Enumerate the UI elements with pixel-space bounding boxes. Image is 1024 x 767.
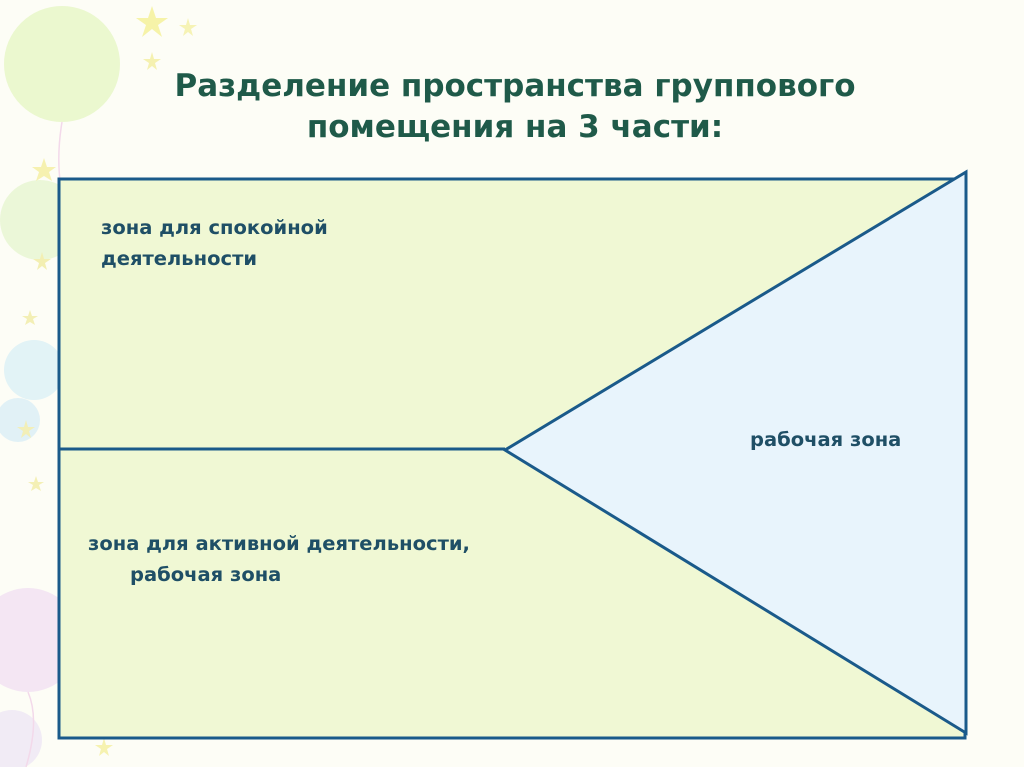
balloon [4, 340, 64, 400]
title-line-2: помещения на 3 части: [306, 109, 724, 145]
star-icon [22, 310, 38, 325]
star-icon [28, 476, 44, 491]
work-zone-triangle [502, 169, 968, 736]
star-icon [33, 252, 51, 270]
slide-title: Разделение пространства группового помещ… [60, 66, 970, 148]
balloon-string [25, 691, 35, 767]
balloon [4, 6, 120, 122]
balloon [0, 398, 40, 442]
star-icon [32, 158, 56, 181]
star-icon [143, 52, 161, 70]
quiet-zone-line-1: зона для спокойной [101, 216, 328, 239]
active-activity-zone-label: зона для активной деятельности, рабочая … [88, 528, 470, 590]
star-icon [17, 420, 35, 438]
work-zone-label: рабочая зона [750, 428, 902, 451]
quiet-zone-line-2: деятельности [101, 247, 258, 270]
star-icon [179, 18, 197, 36]
balloon [0, 710, 42, 767]
quiet-activity-zone-label: зона для спокойной деятельности [101, 212, 328, 274]
star-icon [136, 6, 168, 37]
title-line-1: Разделение пространства группового [174, 68, 856, 104]
star-icon [95, 738, 113, 756]
active-zone-line-2: рабочая зона [130, 563, 282, 586]
active-zone-line-1: зона для активной деятельности, [88, 532, 470, 555]
